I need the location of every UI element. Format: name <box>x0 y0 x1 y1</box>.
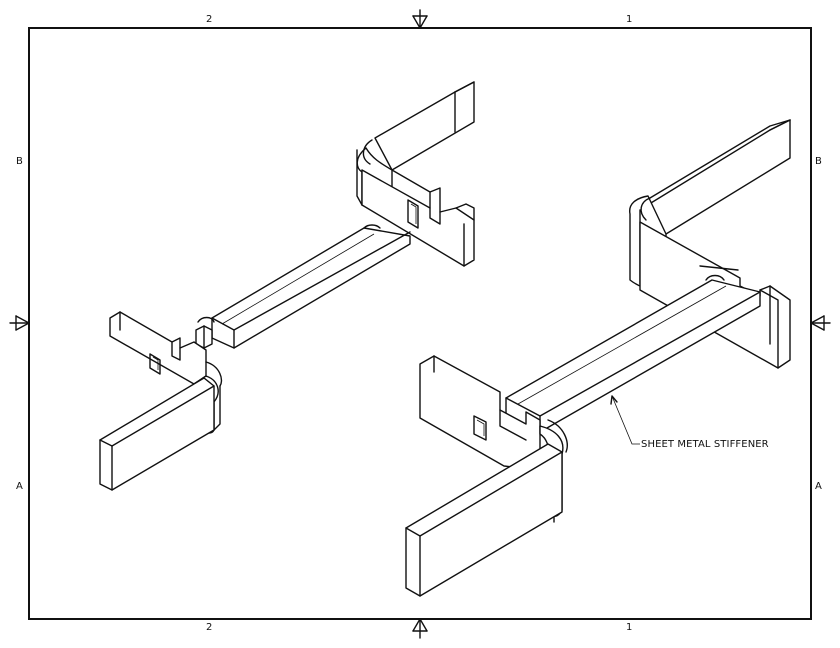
zone-label-top-1: 1 <box>626 14 633 25</box>
centering-mark-right <box>810 315 831 331</box>
right-assembly <box>405 119 791 597</box>
left-stiffener-bar <box>195 224 411 349</box>
zone-label-left-A: A <box>16 481 23 492</box>
zone-label-bottom-1: 1 <box>626 622 633 633</box>
stiffener-callout-leader <box>610 395 640 445</box>
right-stiffener-bar <box>505 274 761 433</box>
zone-label-right-B: B <box>815 156 822 167</box>
left-assembly <box>99 81 475 491</box>
centering-mark-bottom <box>412 618 428 639</box>
stiffener-callout-label: SHEET METAL STIFFENER <box>641 439 769 450</box>
centering-mark-top <box>412 9 428 29</box>
zone-label-top-2: 2 <box>206 14 213 25</box>
zone-label-bottom-2: 2 <box>206 622 213 633</box>
centering-mark-left <box>9 315 30 331</box>
right-lower-bracket <box>405 355 568 597</box>
zone-label-right-A: A <box>815 481 822 492</box>
left-lower-bracket <box>99 311 223 491</box>
zone-label-left-B: B <box>16 156 23 167</box>
left-upper-bracket <box>356 81 475 267</box>
